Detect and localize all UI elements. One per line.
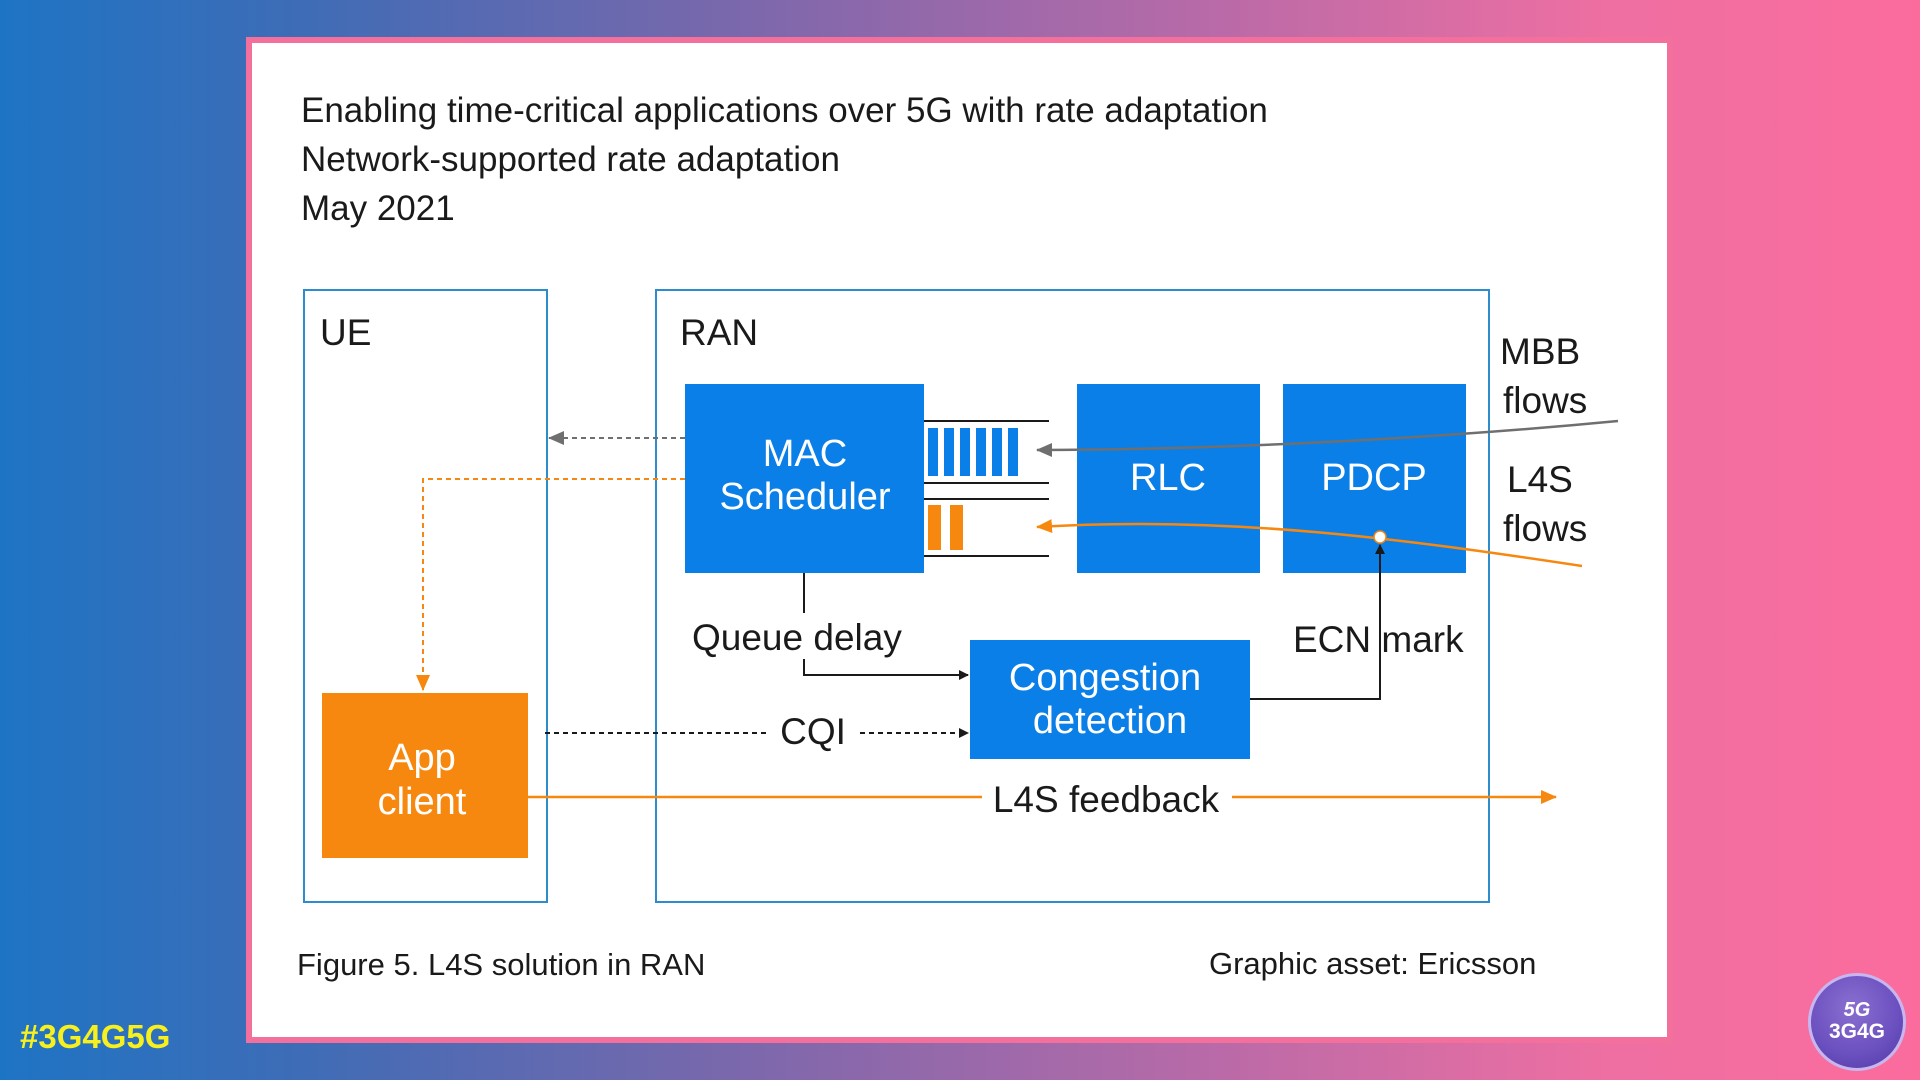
l4s-flow-arrow <box>1036 519 1583 568</box>
header-subtitle: Network-supported rate adaptation <box>301 140 840 179</box>
mac-to-app-orange-dashed <box>416 478 685 691</box>
congestion-label-1: Congestion <box>1009 657 1201 699</box>
l4s-feedback-label: L4S feedback <box>993 779 1220 820</box>
congestion-label-2: detection <box>1033 700 1187 742</box>
app-client-label-2: client <box>378 781 467 823</box>
mbb-flow-arrow <box>1036 419 1619 457</box>
ecn-mark-point <box>1373 530 1387 544</box>
pdcp-box <box>1283 384 1466 573</box>
rlc-label: RLC <box>1130 457 1206 499</box>
mbb-flows-label-1: MBB <box>1500 331 1580 372</box>
logo-5g-text: 5G <box>1843 999 1871 1021</box>
ran-box <box>655 289 1490 903</box>
mac-scheduler-box <box>685 384 924 573</box>
mbb-queue <box>928 428 1018 476</box>
ecn-mark-arrow <box>1250 544 1385 700</box>
l4s-queue <box>928 505 963 550</box>
l4s-flows-label-2: flows <box>1503 508 1587 549</box>
mac-label-2: Scheduler <box>719 476 890 518</box>
ran-label: RAN <box>680 312 758 353</box>
ecn-mark-label: ECN mark <box>1293 619 1464 660</box>
brand-logo[interactable]: 5G 3G4G <box>1808 973 1906 1071</box>
credit-caption: Graphic asset: Ericsson <box>1209 946 1537 981</box>
queue-rails <box>924 420 1049 557</box>
header-date: May 2021 <box>301 189 455 228</box>
cqi-label: CQI <box>780 711 846 752</box>
congestion-detection-box <box>970 640 1250 759</box>
figure-caption: Figure 5. L4S solution in RAN <box>297 947 706 982</box>
queue-delay-label: Queue delay <box>692 617 902 658</box>
queue-delay-arrow <box>803 573 969 680</box>
cqi-label-bg <box>766 710 860 756</box>
mbb-flows-label-2: flows <box>1503 380 1587 421</box>
l4s-feedback-label-bg <box>982 775 1232 821</box>
pdcp-label: PDCP <box>1321 457 1427 499</box>
rlc-box <box>1077 384 1260 573</box>
mac-label-1: MAC <box>763 433 847 475</box>
hashtag-label: #3G4G5G <box>20 1018 171 1055</box>
l4s-flows-label-1: L4S <box>1507 459 1573 500</box>
queue-delay-label-bg <box>690 613 922 659</box>
logo-3g4g-text: 3G4G <box>1828 1020 1886 1043</box>
ue-label: UE <box>320 312 371 353</box>
app-client-box <box>322 693 528 858</box>
ue-box <box>303 289 548 903</box>
app-client-label-1: App <box>388 737 456 779</box>
header-title: Enabling time-critical applications over… <box>301 91 1268 130</box>
